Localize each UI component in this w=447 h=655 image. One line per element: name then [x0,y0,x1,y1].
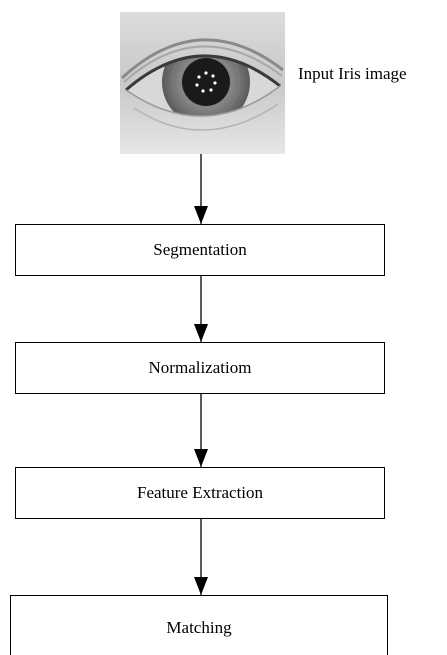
normalization-label: Normalizatiom [148,358,252,377]
iris-input-image [120,12,285,154]
segmentation-box: Segmentation [15,224,385,276]
matching-box: Matching [10,595,388,655]
segmentation-label: Segmentation [153,240,247,259]
matching-label: Matching [166,618,232,637]
input-image-label: Input Iris image [298,64,407,83]
feature-extraction-label: Feature Extraction [136,483,264,502]
normalization-box: Normalizatiom [15,342,385,394]
feature-extraction-box: Feature Extraction [15,467,385,519]
